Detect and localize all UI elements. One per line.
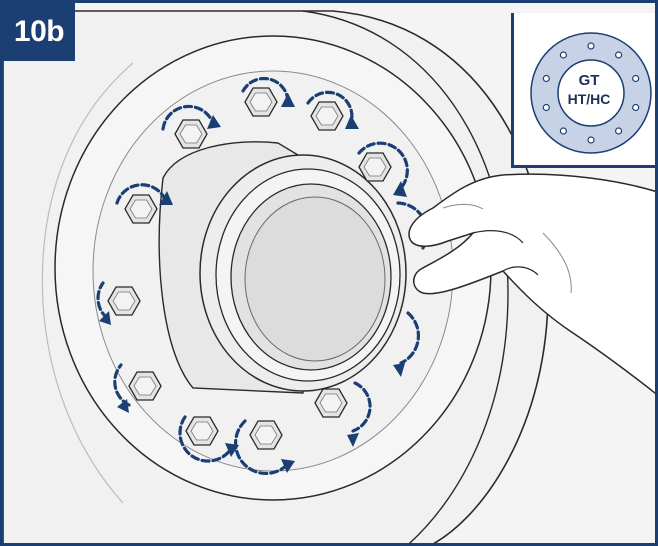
inset-model-label: GT — [514, 72, 658, 89]
bolt-pattern-inset: GT HT/HC — [511, 13, 658, 168]
bolt-hole — [616, 52, 622, 58]
bolt-hole — [616, 128, 622, 134]
bolt-hole — [588, 43, 594, 49]
bolt-hole — [560, 52, 566, 58]
inset-variant-label: HT/HC — [514, 91, 658, 107]
bolt-pattern-diagram — [514, 13, 658, 165]
step-number-badge: 10b — [3, 3, 75, 61]
bolt-hole — [588, 137, 594, 143]
bolt-hole — [560, 128, 566, 134]
